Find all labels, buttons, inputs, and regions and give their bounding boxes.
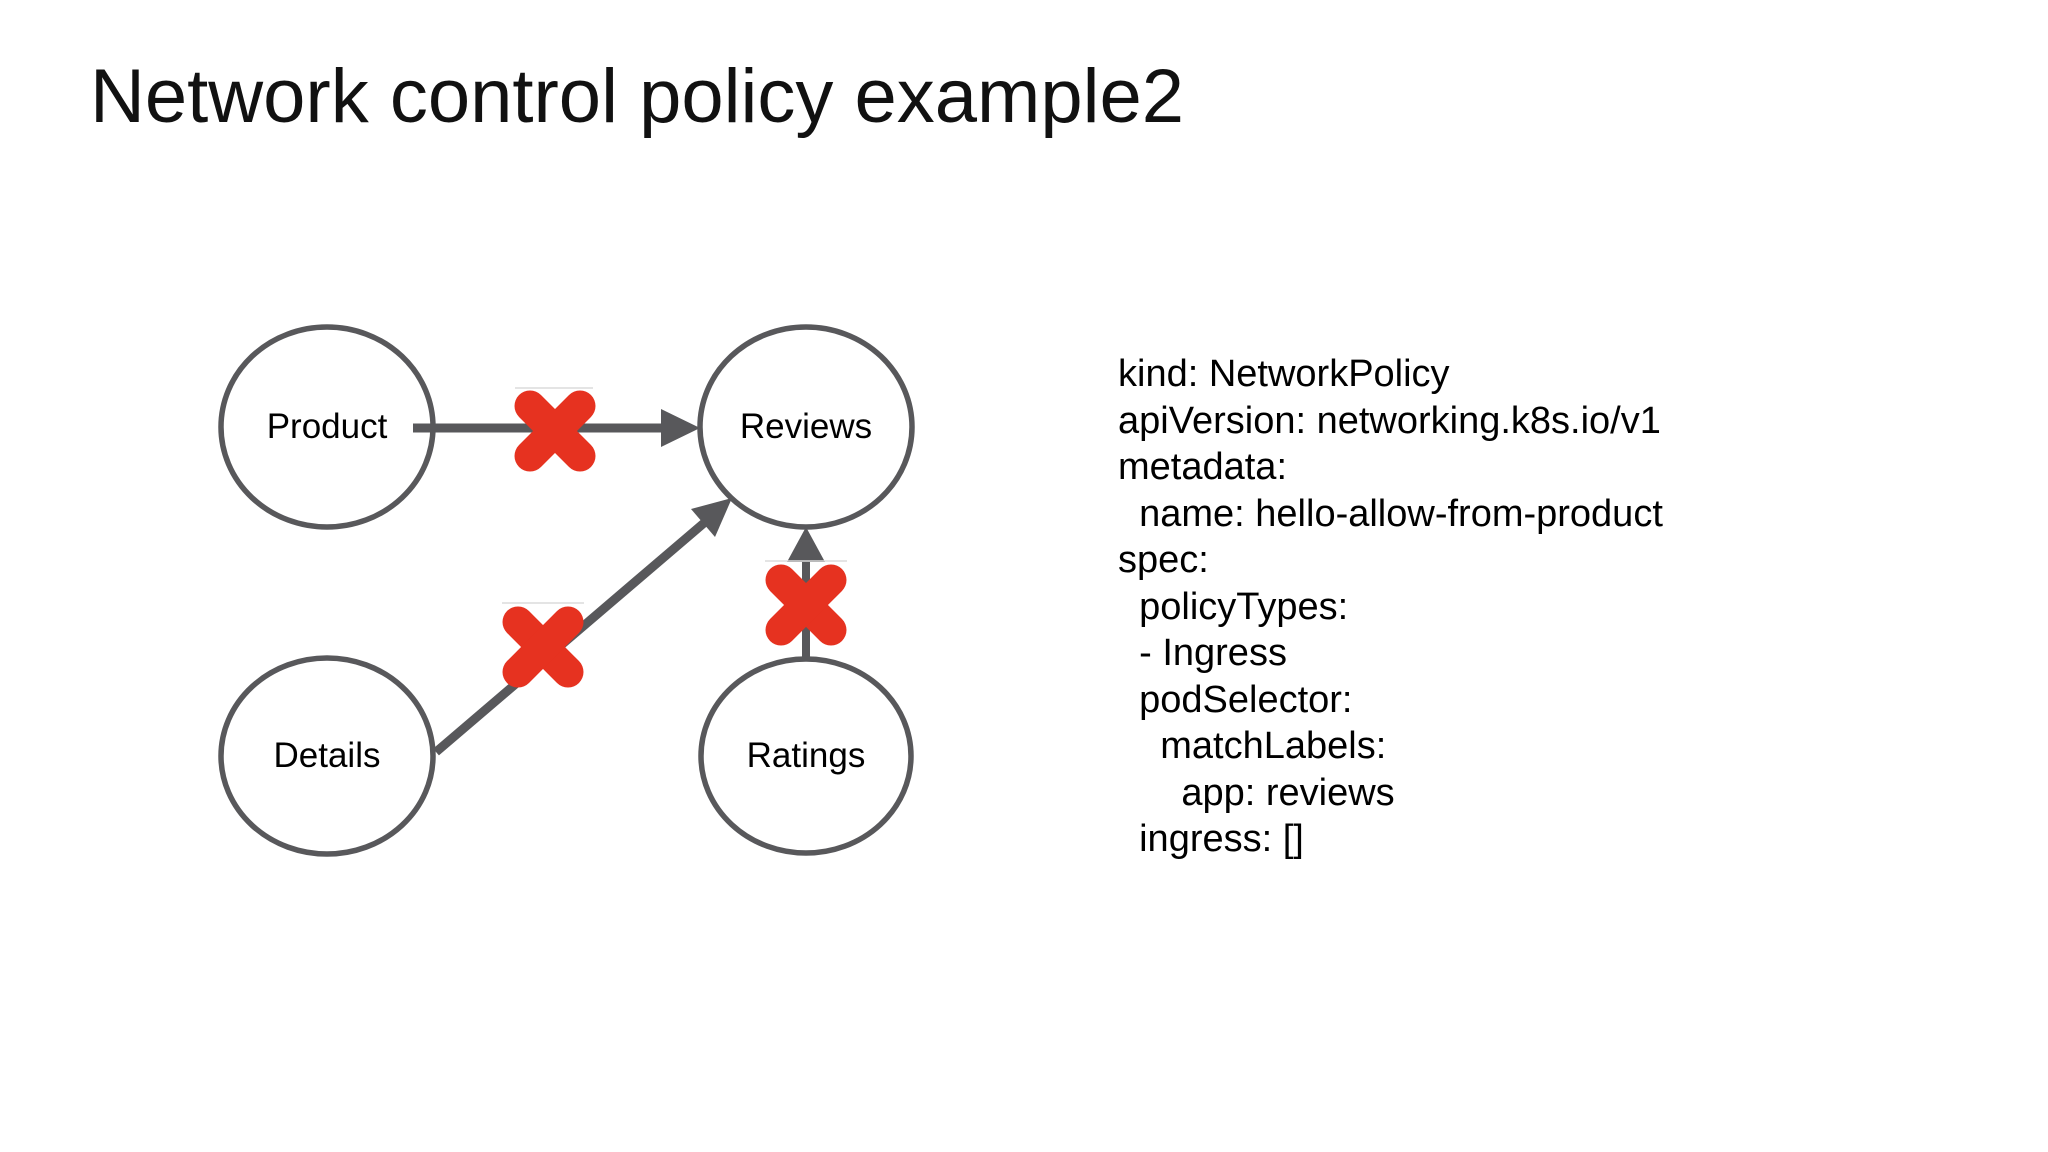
arrowhead-icon bbox=[691, 498, 732, 537]
arrowhead-icon bbox=[661, 409, 700, 447]
ratings-node-circle bbox=[698, 656, 914, 856]
blocked-x-icon bbox=[765, 560, 847, 646]
yaml-line: podSelector: bbox=[1118, 678, 1353, 721]
node-label-details: Details bbox=[273, 736, 381, 775]
blocked-x-icon bbox=[502, 602, 584, 688]
slide-title: Network control policy example2 bbox=[90, 54, 1185, 139]
details-node-circle bbox=[218, 655, 436, 857]
arrowhead-icon bbox=[787, 527, 825, 562]
yaml-line: policyTypes: bbox=[1118, 585, 1349, 628]
node-label-product: Product bbox=[266, 407, 388, 446]
yaml-line: metadata: bbox=[1118, 446, 1287, 488]
node-label-reviews: Reviews bbox=[739, 407, 873, 446]
yaml-line: ingress: [] bbox=[1118, 818, 1304, 860]
yaml-line: apiVersion: networking.k8s.io/v1 bbox=[1118, 399, 1661, 442]
blocked-x-icon bbox=[514, 387, 596, 472]
arrow-details-to-reviews bbox=[433, 498, 732, 756]
yaml-line: name: hello-allow-from-product bbox=[1118, 492, 1663, 535]
yaml-line: kind: NetworkPolicy bbox=[1118, 353, 1450, 395]
yaml-line: app: reviews bbox=[1118, 771, 1395, 814]
node-label-ratings: Ratings bbox=[746, 736, 866, 775]
yaml-line: spec: bbox=[1118, 539, 1209, 581]
yaml-code-block: kind: NetworkPolicy apiVersion: networki… bbox=[1118, 351, 1663, 863]
yaml-line: - Ingress bbox=[1118, 632, 1287, 674]
yaml-line: matchLabels: bbox=[1118, 725, 1387, 767]
